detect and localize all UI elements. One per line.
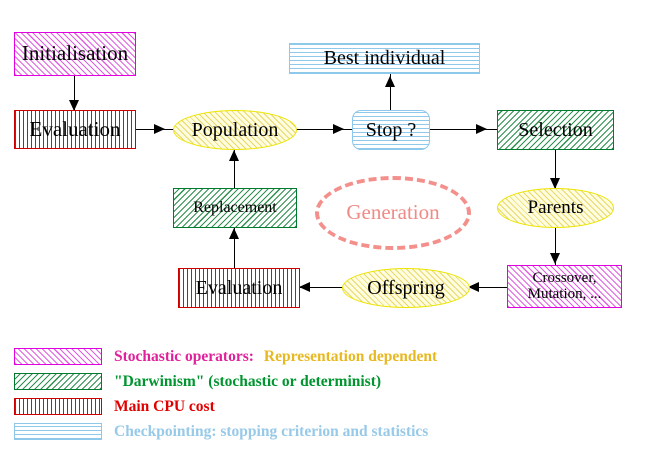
node-variation-label-line1: Crossover, bbox=[532, 270, 597, 287]
node-replacement[interactable]: Replacement bbox=[173, 188, 297, 228]
arrowhead-evaluation-to-replacement bbox=[229, 228, 239, 239]
node-population-label: Population bbox=[191, 118, 279, 141]
legend-swatch-green-diagonal-hatch-icon bbox=[14, 373, 102, 390]
legend-label-stochastic-primary: Stochastic operators: bbox=[114, 348, 254, 365]
node-variation[interactable]: Crossover, Mutation, ... bbox=[507, 265, 622, 308]
arrowhead-variation-to-offspring bbox=[468, 282, 479, 292]
legend-label-darwinism: "Darwinism" (stochastic or determinist) bbox=[114, 370, 381, 393]
node-generation-label: Generation bbox=[346, 200, 440, 225]
edge-offspring-to-evaluation bbox=[299, 287, 347, 289]
edge-variation-to-offspring bbox=[468, 287, 510, 289]
node-population[interactable]: Population bbox=[173, 110, 297, 150]
node-best-individual-label: Best individual bbox=[323, 47, 446, 70]
legend: Stochastic operators: Representation depe… bbox=[14, 345, 654, 445]
legend-row-stochastic: Stochastic operators: Representation depe… bbox=[14, 345, 654, 370]
arrowhead-evaluation-to-population bbox=[154, 124, 165, 134]
edge-stop-to-best-individual bbox=[390, 74, 392, 112]
arrowhead-parents-to-variation bbox=[550, 253, 560, 264]
edge-population-to-stop bbox=[296, 129, 354, 131]
arrowhead-offspring-to-evaluation bbox=[299, 282, 310, 292]
node-parents[interactable]: Parents bbox=[497, 188, 614, 228]
arrowhead-selection-to-parents bbox=[550, 178, 560, 189]
arrowhead-stop-to-best-individual bbox=[385, 76, 395, 87]
node-stop[interactable]: Stop ? bbox=[352, 110, 430, 150]
legend-swatch-magenta-diagonal-hatch-icon bbox=[14, 348, 102, 365]
legend-label-checkpointing: Checkpointing: stopping criterion and st… bbox=[114, 420, 428, 443]
legend-label-stochastic-secondary: Representation dependent bbox=[263, 348, 438, 365]
edge-selection-to-parents bbox=[555, 150, 557, 190]
legend-row-checkpointing: Checkpointing: stopping criterion and st… bbox=[14, 420, 654, 445]
node-variation-label-line2: Mutation, ... bbox=[527, 285, 602, 302]
node-parents-label: Parents bbox=[527, 197, 584, 219]
arrowhead-stop-to-selection bbox=[476, 124, 487, 134]
edge-evaluation-to-replacement bbox=[234, 228, 236, 270]
legend-label-cpu-cost: Main CPU cost bbox=[114, 395, 215, 418]
arrowhead-replacement-to-population bbox=[229, 150, 239, 161]
arrowhead-initialisation-to-evaluation bbox=[69, 100, 79, 111]
legend-label-stochastic: Stochastic operators: Representation depe… bbox=[114, 345, 437, 368]
node-initialisation-label: Initialisation bbox=[21, 41, 129, 66]
node-evaluation-top-label: Evaluation bbox=[29, 116, 121, 141]
node-stop-label: Stop ? bbox=[365, 118, 417, 141]
legend-label-darwinism-primary: "Darwinism" (stochastic or determinist) bbox=[114, 373, 382, 390]
node-selection[interactable]: Selection bbox=[497, 110, 614, 150]
legend-swatch-red-vertical-hatch-icon bbox=[14, 398, 102, 415]
node-offspring-label: Offspring bbox=[367, 276, 445, 299]
node-selection-label: Selection bbox=[518, 118, 593, 141]
legend-label-cpu-cost-primary: Main CPU cost bbox=[114, 398, 215, 415]
legend-label-checkpointing-primary: Checkpointing: stopping criterion and st… bbox=[114, 423, 429, 440]
node-evaluation-bottom-label: Evaluation bbox=[195, 276, 283, 299]
legend-row-cpu-cost: Main CPU cost bbox=[14, 395, 654, 420]
node-best-individual[interactable]: Best individual bbox=[289, 43, 480, 74]
edge-parents-to-variation bbox=[555, 226, 557, 266]
arrowhead-population-to-stop bbox=[333, 124, 344, 134]
edge-replacement-to-population bbox=[234, 148, 236, 190]
legend-row-darwinism: "Darwinism" (stochastic or determinist) bbox=[14, 370, 654, 395]
node-initialisation[interactable]: Initialisation bbox=[14, 32, 136, 76]
node-evaluation-top[interactable]: Evaluation bbox=[14, 110, 136, 149]
edge-stop-to-selection bbox=[430, 129, 498, 131]
node-offspring[interactable]: Offspring bbox=[342, 268, 470, 308]
node-replacement-label: Replacement bbox=[193, 198, 277, 216]
node-generation-loop: Generation bbox=[315, 176, 471, 250]
legend-swatch-blue-horizontal-hatch-icon bbox=[14, 423, 102, 440]
node-evaluation-bottom[interactable]: Evaluation bbox=[178, 268, 300, 308]
edge-initialisation-to-evaluation bbox=[74, 76, 76, 112]
